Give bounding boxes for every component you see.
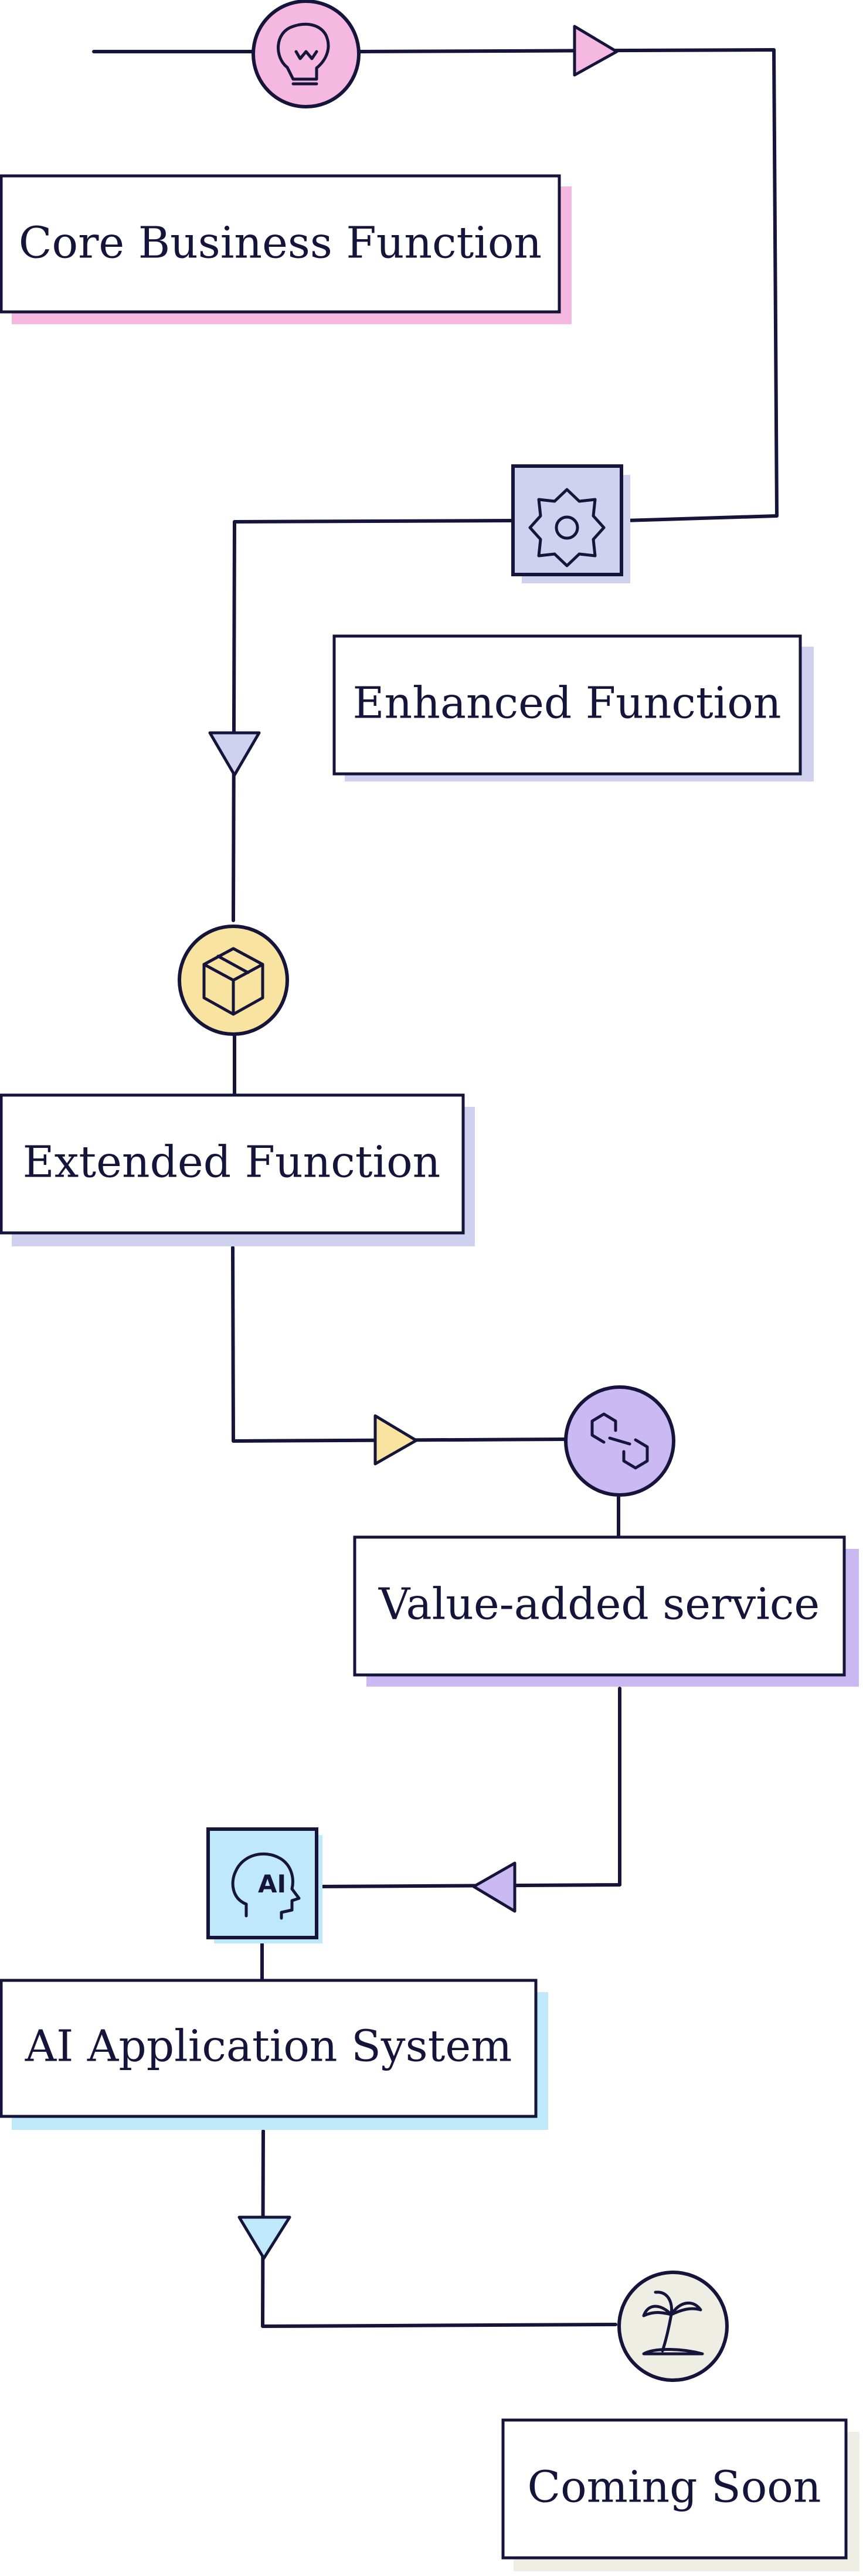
step-extended-function: Extended Function <box>0 925 475 1246</box>
svg-text:AI: AI <box>258 1870 286 1898</box>
step-label: Extended Function <box>23 1137 441 1187</box>
arrow-left-4 <box>472 1861 517 1913</box>
palm-tree-island-icon <box>617 2271 729 2382</box>
arrowheads <box>208 25 619 2260</box>
label-box <box>353 1535 846 1677</box>
label-box <box>0 174 561 314</box>
ai-head-icon: AI <box>206 1827 322 1943</box>
step-label: AI Application System <box>25 2021 512 2071</box>
step-label: Core Business Function <box>19 218 542 268</box>
lightbulb-icon <box>252 0 361 108</box>
arrow-right-3 <box>373 1414 418 1466</box>
step-label: Value-added service <box>378 1579 820 1629</box>
label-box <box>332 634 802 776</box>
connector-5-6 <box>261 2129 617 2328</box>
step-value-added-service: Value-added service <box>353 1385 859 1687</box>
connector-lines <box>92 48 779 2328</box>
step-label: Coming Soon <box>527 2462 821 2512</box>
arrow-down-2 <box>208 731 261 777</box>
box-icon <box>178 925 289 1036</box>
connector-4-5 <box>315 1687 621 1888</box>
connector-3-4 <box>231 1246 566 1443</box>
step-core-business-function: Core Business Function <box>0 0 572 324</box>
chain-link-icon <box>564 1385 675 1497</box>
label-box <box>501 2418 848 2560</box>
connector-1-2 <box>92 48 779 522</box>
arrow-right-1 <box>573 25 619 77</box>
step-label: Enhanced Function <box>353 678 782 728</box>
step-enhanced-function: Enhanced Function <box>332 464 814 781</box>
connector-2-3 <box>232 519 515 922</box>
arrow-down-5 <box>237 2215 291 2260</box>
gear-icon <box>511 464 630 583</box>
label-box <box>0 1979 538 2118</box>
step-coming-soon: Coming Soon <box>501 2271 859 2571</box>
step-ai-application-system: AI AI Application System <box>0 1827 548 2130</box>
label-box <box>0 1093 465 1235</box>
